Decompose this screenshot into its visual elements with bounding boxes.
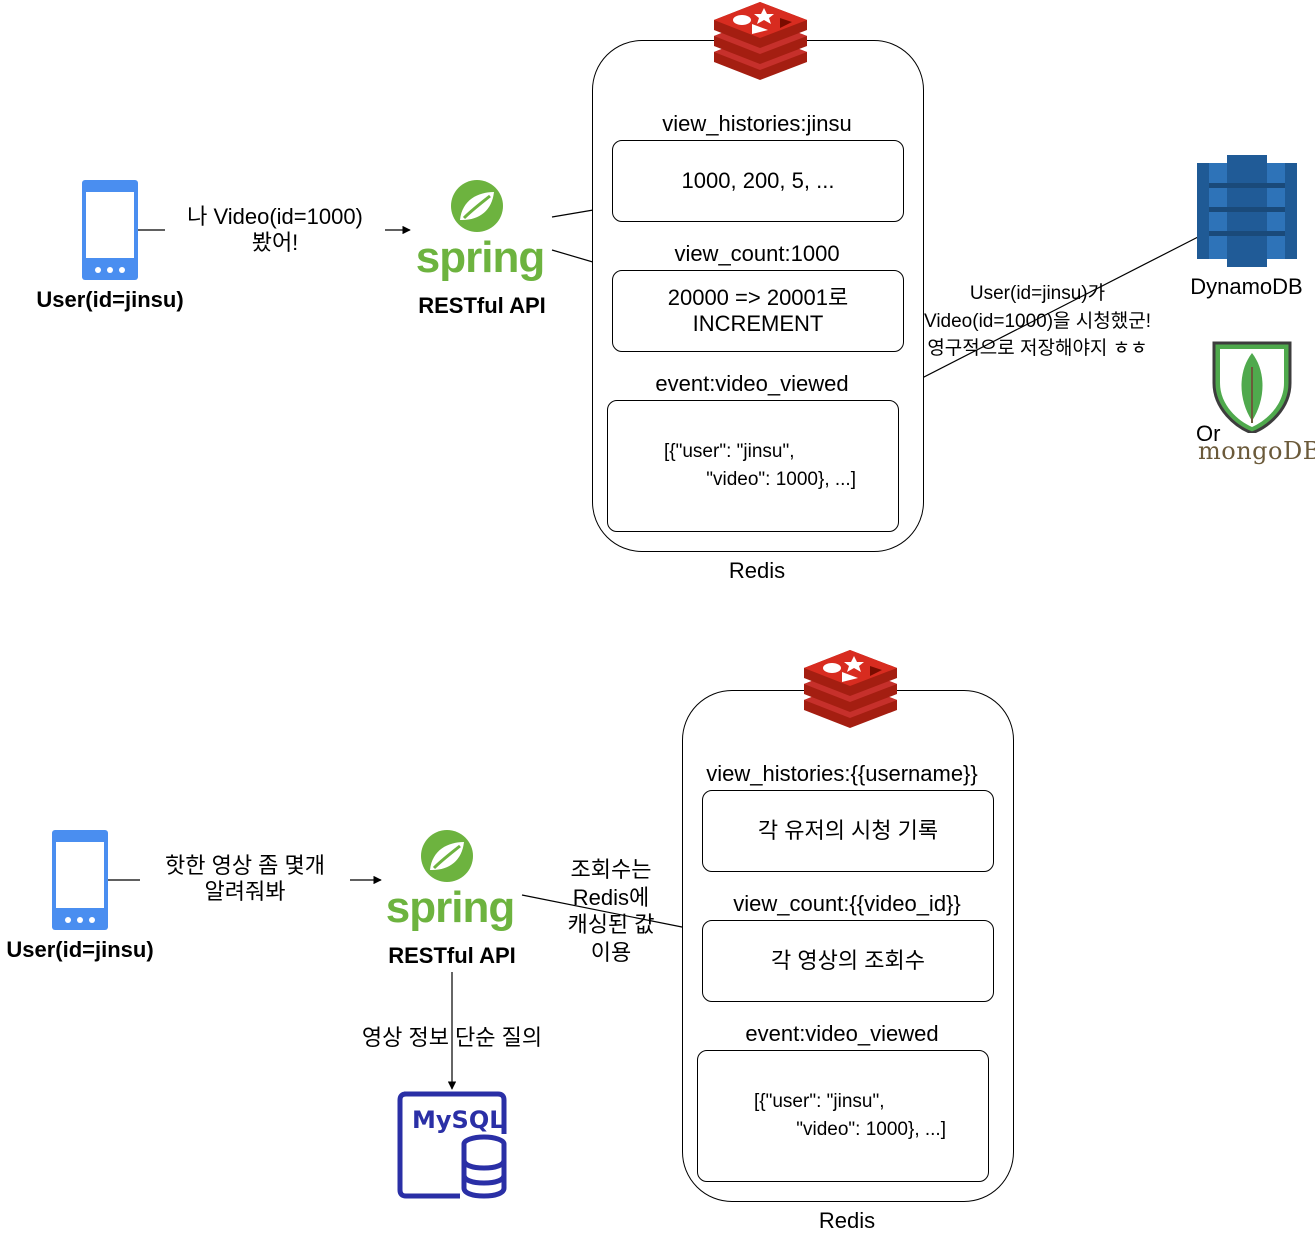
dynamodb-icon — [1197, 155, 1297, 267]
user-label: User(id=jinsu) — [36, 287, 184, 312]
spring-leaf-icon — [448, 180, 506, 232]
spring-wordmark: spring — [415, 233, 545, 282]
value-event-text: [{"user": "jinsu", "video": 1000}, ...] — [754, 1090, 946, 1141]
cache-label: 조회수는 Redis에 캐싱된 값 이용 — [567, 857, 655, 965]
arrow-api-to-count-bottom — [521, 894, 703, 934]
mongo-wordmark: mongoDB — [1198, 437, 1315, 465]
key-histories: view_histories:{{username}} — [706, 761, 978, 786]
redis-label: Redis — [818, 1208, 876, 1233]
mysql-icon: MySQL — [396, 1090, 508, 1200]
persist-label: User(id=jinsu)가 Video(id=1000)을 시청했군! 영구… — [923, 283, 1151, 360]
value-event: [{"user": "jinsu", "video": 1000}, ...] — [697, 1050, 989, 1182]
value-histories: 1000, 200, 5, ... — [612, 140, 904, 222]
request-label: 핫한 영상 좀 몇개 알려줘봐 — [140, 853, 350, 906]
value-event: [{"user": "jinsu", "video": 1000}, ...] — [607, 400, 899, 532]
key-histories: view_histories:jinsu — [662, 111, 852, 136]
svg-text:MySQL: MySQL — [412, 1106, 505, 1134]
mysql-query-label: 영상 정보 단순 질의 — [361, 1025, 543, 1050]
spring-leaf-icon — [418, 830, 476, 882]
dynamo-label: DynamoDB — [1190, 274, 1303, 299]
phone-icon — [52, 830, 108, 930]
value-event-text: [{"user": "jinsu", "video": 1000}, ...] — [664, 440, 856, 491]
key-event: event:video_viewed — [745, 1021, 939, 1046]
value-count: 각 영상의 조회수 — [702, 920, 994, 1002]
api-label: RESTful API — [370, 943, 534, 970]
redis-label: Redis — [728, 558, 786, 583]
redis-icon — [712, 2, 809, 82]
api-label: RESTful API — [418, 293, 546, 318]
or-label: Or — [1196, 421, 1221, 446]
request-label: 나 Video(id=1000) 봤어! — [165, 204, 385, 257]
arrow-dynamo-to-event — [878, 236, 1199, 401]
key-count: view_count:{{video_id}} — [733, 891, 961, 916]
value-count: 20000 => 20001로 INCREMENT — [612, 270, 904, 352]
phone-icon — [82, 180, 138, 280]
mongodb-leaf-icon — [1208, 337, 1296, 435]
key-count: view_count:1000 — [674, 241, 840, 266]
user-label: User(id=jinsu) — [6, 937, 154, 962]
redis-icon — [802, 650, 899, 730]
spring-wordmark: spring — [385, 883, 515, 932]
key-event: event:video_viewed — [655, 371, 849, 396]
value-histories: 각 유저의 시청 기록 — [702, 790, 994, 872]
